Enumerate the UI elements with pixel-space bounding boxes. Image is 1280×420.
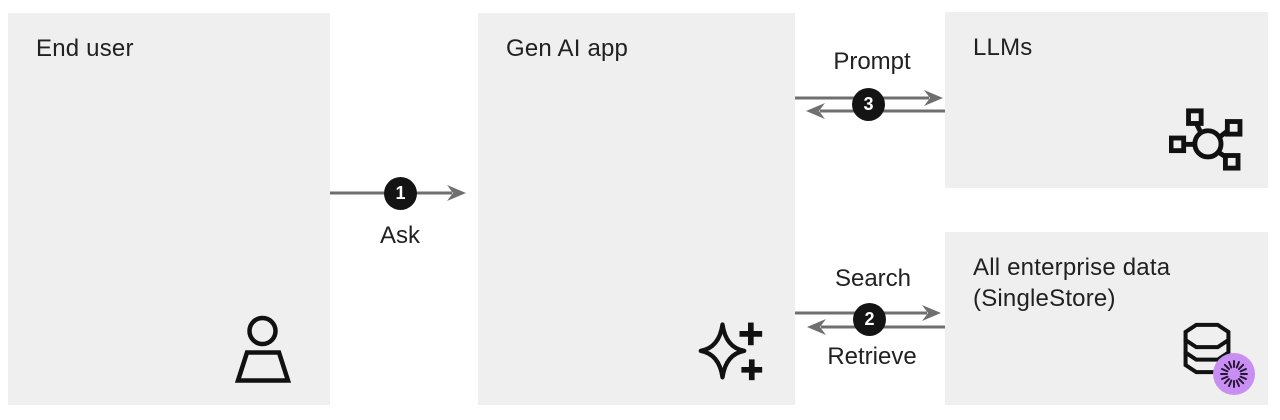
person-icon xyxy=(234,314,292,383)
node-enterprise-data-title-line2: (SingleStore) xyxy=(973,285,1116,312)
flow-label-search: Search xyxy=(834,265,912,292)
node-llms-title: LLMs xyxy=(973,34,1033,61)
model-network-icon xyxy=(1169,106,1243,172)
node-end-user: End user xyxy=(8,13,330,405)
ai-sparkle-icon xyxy=(697,313,765,385)
node-gen-ai-app: Gen AI app xyxy=(478,13,795,405)
node-llms: LLMs xyxy=(945,12,1268,188)
node-end-user-title: End user xyxy=(36,35,134,62)
node-enterprise-data-title: All enterprise data (SingleStore) xyxy=(973,252,1170,314)
node-gen-ai-app-title: Gen AI app xyxy=(506,35,629,62)
flow-label-ask: Ask xyxy=(379,222,421,249)
step-badge-1: 1 xyxy=(384,177,417,210)
step-badge-2: 2 xyxy=(853,303,886,336)
step-badge-3: 3 xyxy=(852,88,885,121)
flow-label-prompt: Prompt xyxy=(833,48,911,75)
flow-label-retrieve: Retrieve xyxy=(827,343,917,370)
node-enterprise-data-title-line1: All enterprise data xyxy=(973,254,1171,281)
singlestore-starburst-logo xyxy=(1213,353,1255,395)
node-enterprise-data: All enterprise data (SingleStore) xyxy=(945,232,1268,405)
